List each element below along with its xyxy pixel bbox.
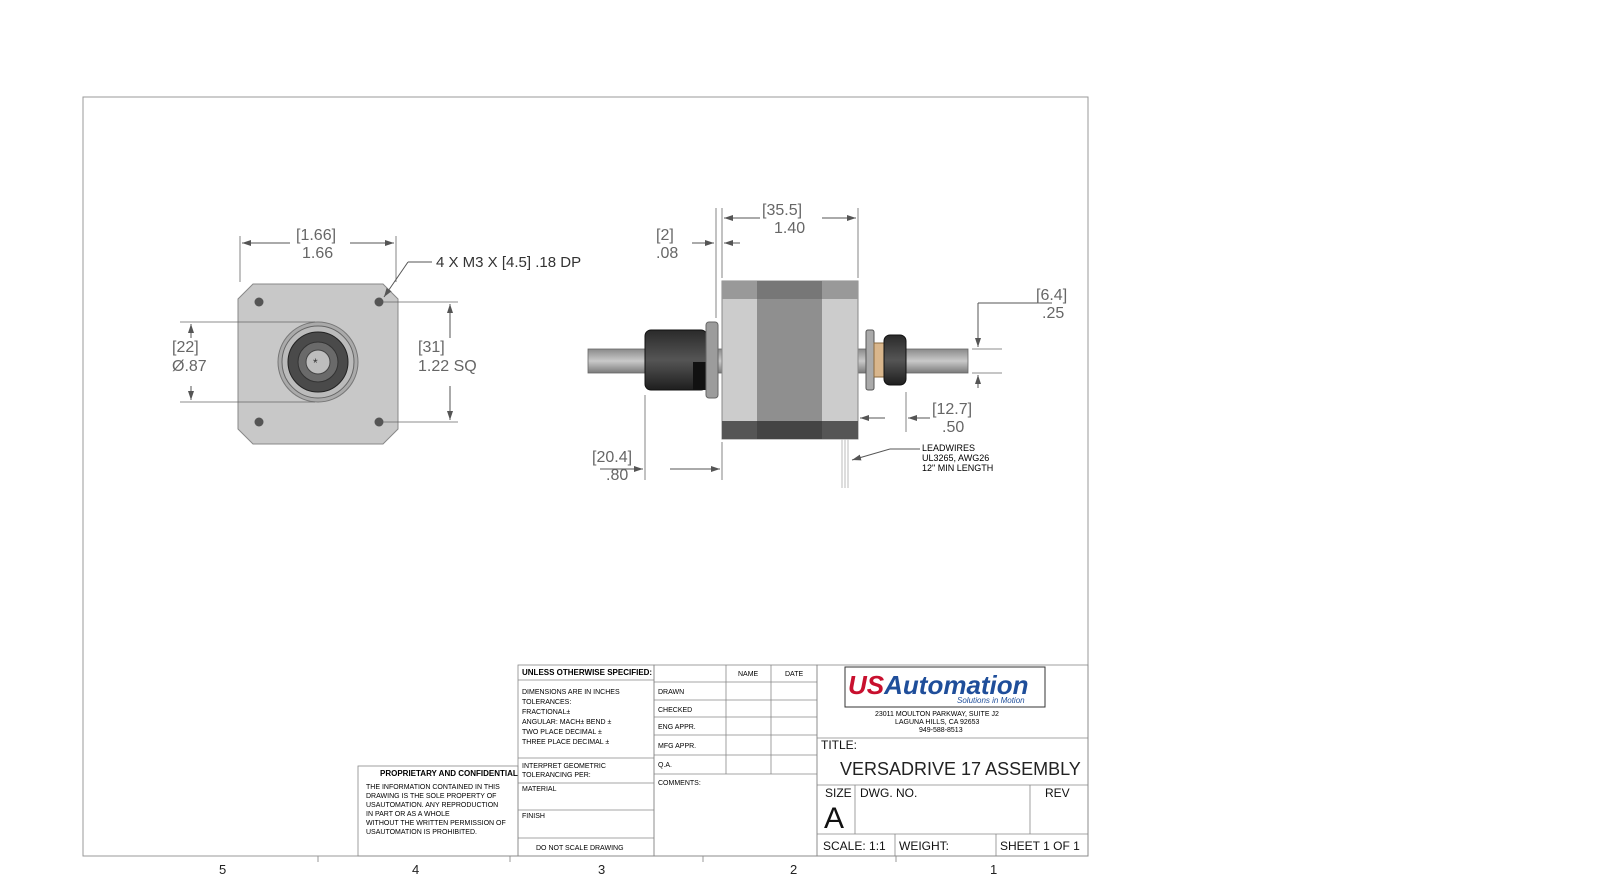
drawing-title: VERSADRIVE 17 ASSEMBLY (840, 759, 1081, 779)
motor-side-view (587, 280, 969, 488)
title-block: PROPRIETARY AND CONFIDENTIAL THE INFORMA… (357, 664, 1089, 857)
dim-rear-050: [12.7] .50 (860, 392, 972, 436)
zone-5: 5 (219, 862, 226, 877)
company-address-1: 23011 MOULTON PARKWAY, SUITE J2 (875, 711, 999, 718)
svg-text:DATE: DATE (785, 671, 803, 678)
svg-text:12" MIN LENGTH: 12" MIN LENGTH (922, 463, 993, 473)
zone-4: 4 (412, 862, 419, 877)
size-label: SIZE (825, 786, 852, 800)
dim-body-mm: [35.5] (762, 202, 802, 219)
svg-text:USAutomation: USAutomation (848, 670, 1029, 700)
dwg-no-label: DWG. NO. (860, 786, 917, 800)
svg-text:DRAWN: DRAWN (658, 689, 684, 696)
scale-label: SCALE: 1:1 (823, 839, 886, 853)
svg-text:MATERIAL: MATERIAL (522, 786, 557, 793)
svg-text:TOLERANCING PER:: TOLERANCING PER: (522, 772, 591, 779)
dim-shaft-mm: [6.4] (1036, 287, 1067, 304)
dim-width-in: 1.66 (302, 245, 333, 262)
svg-text:FINISH: FINISH (522, 813, 545, 820)
dim-pilot-087: [22] Ø.87 (172, 321, 315, 403)
shaft-end (305, 349, 331, 375)
motor-stator (757, 281, 822, 439)
dim-bolt-square-122: [31] 1.22 SQ (383, 301, 477, 423)
dim-body-140: [35.5] 1.40 (724, 202, 859, 278)
zone-2: 2 (790, 862, 797, 877)
mount-hole (254, 417, 264, 427)
tolerance-header: UNLESS OTHERWISE SPECIFIED: (522, 668, 652, 677)
svg-text:UL3265, AWG26: UL3265, AWG26 (922, 453, 989, 463)
svg-text:DIMENSIONS ARE IN INCHES: DIMENSIONS ARE IN INCHES (522, 689, 620, 696)
dim-width-166: [1.66] 1.66 (239, 227, 397, 282)
rear-nut (883, 334, 907, 386)
zone-3: 3 (598, 862, 605, 877)
dim-rear-mm: [12.7] (932, 401, 972, 418)
dim-rear-in: .50 (942, 419, 964, 436)
size-value: A (824, 802, 844, 835)
svg-text:THREE PLACE DECIMAL ±: THREE PLACE DECIMAL ± (522, 739, 609, 746)
svg-text:COMMENTS:: COMMENTS: (658, 780, 701, 787)
dim-width-mm: [1.66] (296, 227, 336, 244)
hole-note: 4 X M3 X [4.5] .18 DP (383, 254, 581, 298)
svg-text:ENG APPR.: ENG APPR. (658, 724, 696, 731)
svg-text:USAUTOMATION. ANY REPRODUCTION: USAUTOMATION. ANY REPRODUCTION (366, 802, 498, 809)
proprietary-title: PROPRIETARY AND CONFIDENTIAL (380, 769, 518, 778)
dim-front-in: .80 (606, 467, 628, 484)
mount-hole (374, 417, 384, 427)
dim-pilot-mm: [22] (172, 339, 199, 356)
svg-text:TOLERANCES:: TOLERANCES: (522, 699, 571, 706)
svg-text:THE INFORMATION CONTAINED IN T: THE INFORMATION CONTAINED IN THIS (366, 784, 500, 791)
company-logo (844, 666, 1046, 708)
dim-front-mm: [20.4] (592, 449, 632, 466)
title-label: TITLE: (821, 738, 857, 752)
svg-text:*: * (313, 356, 318, 370)
svg-text:WITHOUT THE WRITTEN PERMISSION: WITHOUT THE WRITTEN PERMISSION OF (366, 820, 506, 827)
lead-wires (841, 439, 849, 488)
logo-tagline: Solutions in Motion (957, 696, 1025, 705)
svg-text:DRAWING IS THE SOLE PROPERTY O: DRAWING IS THE SOLE PROPERTY OF (366, 793, 496, 800)
leadwires-note: LEADWIRES UL3265, AWG26 12" MIN LENGTH (851, 443, 993, 473)
logo-automation: Automation (883, 670, 1028, 700)
weight-label: WEIGHT: (899, 839, 949, 853)
sheet-label: SHEET 1 OF 1 (1000, 839, 1080, 853)
dim-shaft-in: .25 (1042, 305, 1064, 322)
svg-text:NAME: NAME (738, 671, 759, 678)
dim-body-in: 1.40 (774, 220, 805, 237)
logo-us: US (848, 670, 885, 700)
zone-ticks (317, 856, 897, 862)
svg-text:FRACTIONAL±: FRACTIONAL± (522, 709, 570, 716)
svg-text:MFG APPR.: MFG APPR. (658, 743, 696, 750)
svg-text:USAUTOMATION IS PROHIBITED.: USAUTOMATION IS PROHIBITED. (366, 829, 477, 836)
svg-text:DO NOT SCALE DRAWING: DO NOT SCALE DRAWING (536, 845, 624, 852)
mount-hole (374, 297, 384, 307)
svg-text:INTERPRET GEOMETRIC: INTERPRET GEOMETRIC (522, 763, 606, 770)
svg-text:LEADWIRES: LEADWIRES (922, 443, 975, 453)
dim-flange-mm: [2] (656, 227, 674, 244)
svg-text:ANGULAR: MACH± BEND ±: ANGULAR: MACH± BEND ± (522, 719, 612, 726)
mount-hole (254, 297, 264, 307)
svg-text:CHECKED: CHECKED (658, 707, 692, 714)
dim-bolt-in: 1.22 SQ (418, 358, 477, 375)
flange-spacer (705, 321, 719, 399)
dim-pilot-in: Ø.87 (172, 358, 207, 375)
rear-bearing (865, 329, 875, 391)
svg-text:Q.A.: Q.A. (658, 762, 672, 769)
dim-bolt-mm: [31] (418, 339, 445, 356)
zone-1: 1 (990, 862, 997, 877)
company-address-2: LAGUNA HILLS, CA 92653 (895, 719, 980, 726)
svg-text:IN PART OR AS A WHOLE: IN PART OR AS A WHOLE (366, 811, 450, 818)
motor-face-view: * (237, 283, 399, 445)
dim-flange-in: .08 (656, 245, 678, 262)
rev-label: REV (1045, 786, 1070, 800)
company-phone: 949-588-8513 (919, 727, 963, 734)
svg-text:TWO PLACE DECIMAL ±: TWO PLACE DECIMAL ± (522, 729, 602, 736)
dim-flange-008: [2] .08 (656, 208, 740, 318)
hole-note-text: 4 X M3 X [4.5] .18 DP (436, 254, 581, 271)
dim-shaft-025: [6.4] .25 (972, 287, 1067, 388)
dim-front-080: [20.4] .80 (592, 395, 723, 484)
